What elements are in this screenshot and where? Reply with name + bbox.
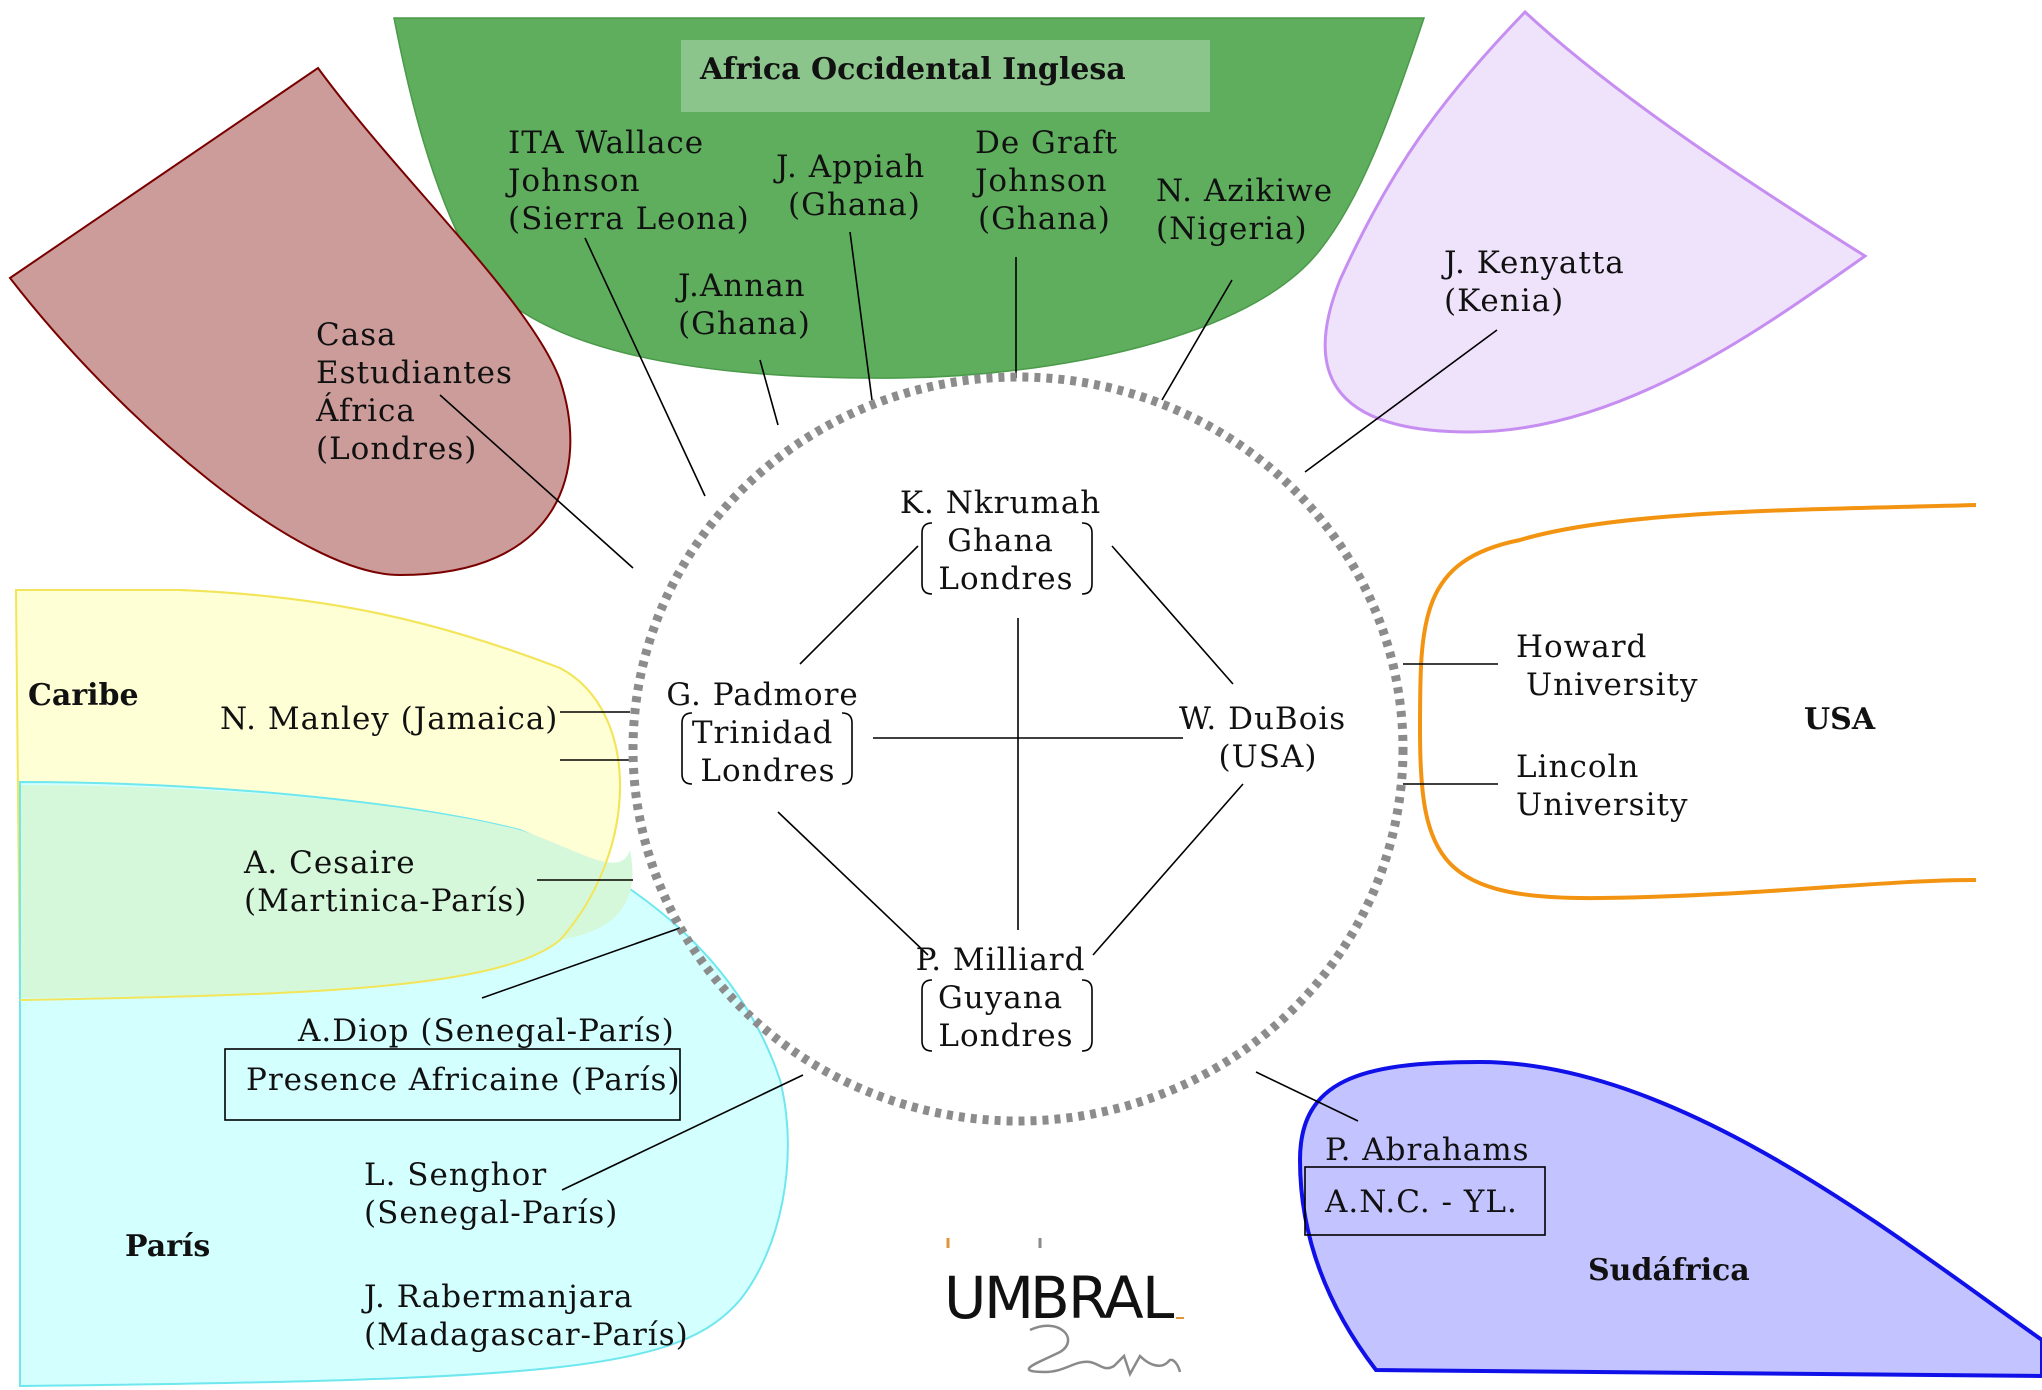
central-brackets (681, 522, 1093, 1052)
label-abrahams: P. Abrahams (1325, 1132, 1530, 1168)
label-kenyatta: J. Kenyatta (Kenia) (1441, 245, 1636, 319)
label-padmore: G. Padmore Trinidad Londres (666, 677, 869, 789)
region-caribe-outline (16, 589, 621, 1001)
label-milliard: P. Milliard Guyana Londres (916, 942, 1097, 1054)
anc-box (1304, 1166, 1546, 1236)
logo-letter-r: R (1068, 1264, 1109, 1332)
connector-diop (481, 927, 681, 999)
logo-letter-u: U (944, 1264, 987, 1332)
bracket-nkrumah (921, 522, 1093, 595)
link-dubois-milliard (1092, 783, 1244, 956)
central-network-lines (777, 545, 1244, 956)
label-wallace: ITA Wallace Johnson (Sierra Leona) (505, 125, 750, 237)
logo-letter-l: L (1142, 1264, 1175, 1332)
region-usa-title: USA (1804, 702, 1876, 737)
label-diop: A.Diop (Senegal-París) (297, 1013, 675, 1049)
connector-appiah (849, 231, 873, 401)
logo-letter-m: M (984, 1264, 1035, 1332)
connector-lines (439, 231, 1498, 1191)
label-dubois: W. DuBois (USA) (1179, 701, 1357, 775)
label-howard: Howard University (1516, 629, 1698, 703)
logo-signature (1027, 1324, 1182, 1378)
connector-annan (759, 359, 779, 426)
central-ring (628, 372, 1408, 1126)
label-rabemanjara: J. Rabermanjara (Madagascar-París) (361, 1279, 689, 1353)
region-casa-estudiantes (8, 66, 572, 577)
region-paris-title: París (125, 1229, 210, 1264)
region-africa-occidental-title-box (681, 40, 1210, 112)
label-appiah: J. Appiah (Ghana) (773, 149, 936, 223)
bracket-padmore (681, 712, 853, 785)
label-senghor: L. Senghor (Senegal-París) (364, 1157, 618, 1231)
region-africa-occidental-title: Africa Occidental Inglesa (699, 52, 1126, 87)
region-kenia (1323, 9, 1868, 434)
region-caribe-title: Caribe (28, 678, 139, 713)
region-shapes (8, 9, 2042, 1388)
label-annan: J.Annan (Ghana) (675, 268, 817, 342)
label-presence-africaine: Presence Africaine (París) (246, 1062, 681, 1098)
region-usa (1417, 503, 1977, 901)
bracket-milliard (921, 979, 1093, 1052)
logo-letter-a: A (1104, 1264, 1145, 1332)
label-degraft: De Graft Johnson (Ghana) (972, 125, 1129, 237)
label-lincoln: Lincoln University (1516, 749, 1688, 823)
link-padmore-milliard (777, 811, 929, 956)
connector-wallace (584, 237, 706, 497)
link-nkrumah-dubois (1111, 545, 1234, 685)
umbral-logo: U M B R A L (944, 1238, 1184, 1378)
region-sudafrica (1297, 1059, 2042, 1379)
presence-africaine-box (224, 1048, 681, 1121)
link-nkrumah-padmore (799, 545, 919, 665)
connector-casa (439, 394, 634, 569)
connector-abrahams (1255, 1071, 1359, 1122)
logo-letter-b: B (1030, 1264, 1071, 1332)
label-azikiwe: N. Azikiwe (Nigeria) (1156, 173, 1344, 247)
label-manley: N. Manley (Jamaica) (220, 701, 558, 737)
connector-senghor (561, 1074, 804, 1191)
label-casa-estudiantes: Casa Estudiantes África (Londres) (315, 317, 524, 467)
region-sudafrica-title: Sudáfrica (1588, 1253, 1750, 1288)
label-nkrumah: K. Nkrumah Ghana Londres (900, 485, 1112, 597)
connector-kenyatta (1304, 329, 1498, 473)
label-cesaire: A. Cesaire (Martinica-París) (243, 845, 527, 919)
connector-azikiwe (1161, 279, 1233, 401)
label-anc: A.N.C. - YL. (1324, 1184, 1518, 1220)
region-caribe-paris-overlap (21, 785, 633, 998)
